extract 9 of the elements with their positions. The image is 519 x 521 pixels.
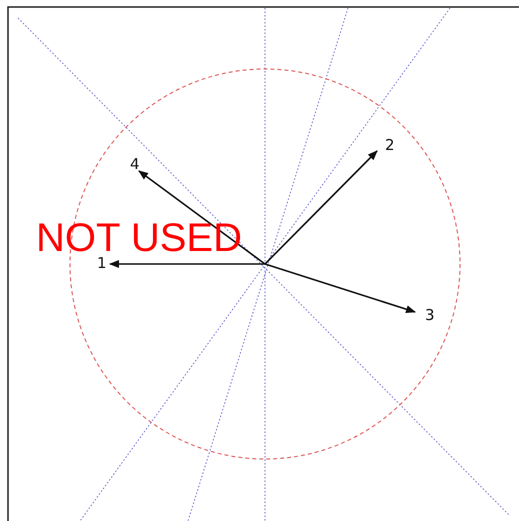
stamp-text: NOT USED	[36, 218, 242, 258]
vector-arrow	[264, 263, 416, 314]
vector-label: 1	[97, 255, 107, 272]
vector-label: 2	[385, 137, 395, 154]
vector-label: 4	[130, 156, 140, 173]
vector-arrow	[109, 260, 265, 268]
vector-label: 3	[425, 307, 435, 324]
vector-arrow	[264, 150, 378, 265]
vector-arrow	[138, 170, 266, 265]
